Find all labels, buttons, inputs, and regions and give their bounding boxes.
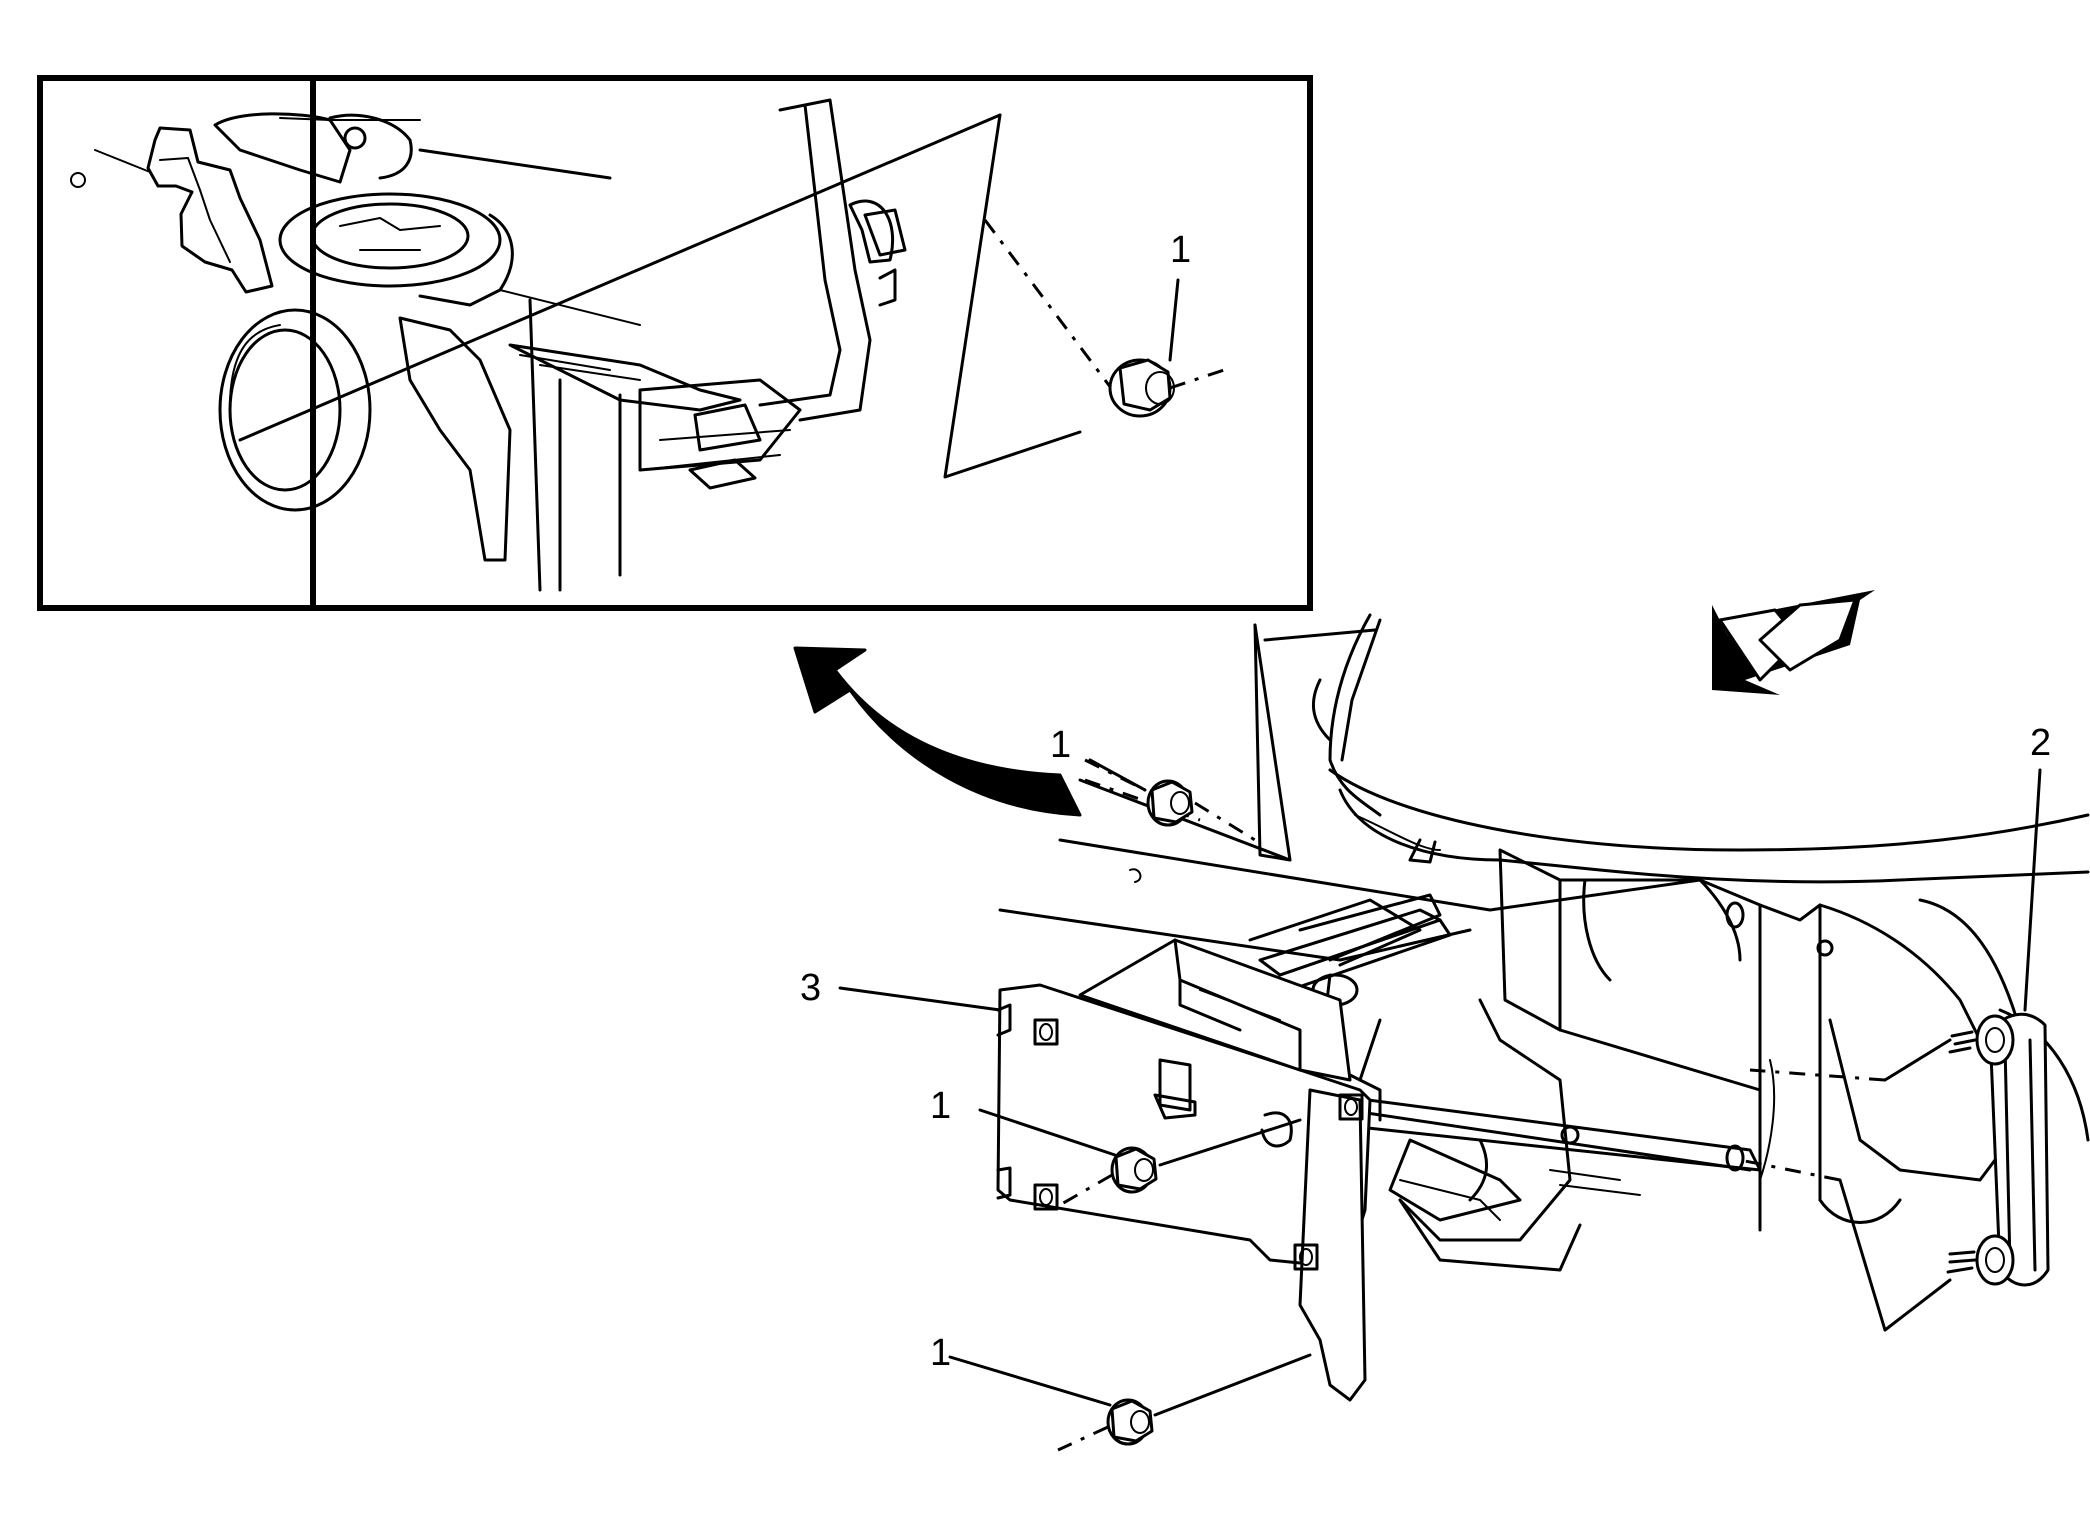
inset-frame-real <box>37 75 1313 611</box>
callout-1-upper: 1 <box>1050 724 1071 766</box>
inset-artwork: 1 <box>70 98 1231 592</box>
callout-1-lower: 1 <box>930 1332 951 1374</box>
mounting-bracket-part-3 <box>996 938 1382 1402</box>
flange-nut-middle <box>978 1108 1302 1207</box>
bracket-strut-part-2 <box>1739 768 2050 1332</box>
callout-2: 2 <box>2030 722 2051 764</box>
inset-panel <box>37 75 316 611</box>
inset-nut-1 <box>1108 278 1231 418</box>
callout-1-inset: 1 <box>1170 229 1191 271</box>
flange-nut-upper <box>1084 758 1256 842</box>
direction-arrow-icon <box>1712 590 1875 695</box>
callout-3-leader <box>838 986 1002 1012</box>
callout-3: 3 <box>800 967 821 1009</box>
callout-1-middle: 1 <box>930 1085 951 1127</box>
inset-detail-view <box>37 75 1313 611</box>
curved-arrow-icon <box>793 646 1082 817</box>
flange-nut-lower <box>948 1353 1312 1452</box>
